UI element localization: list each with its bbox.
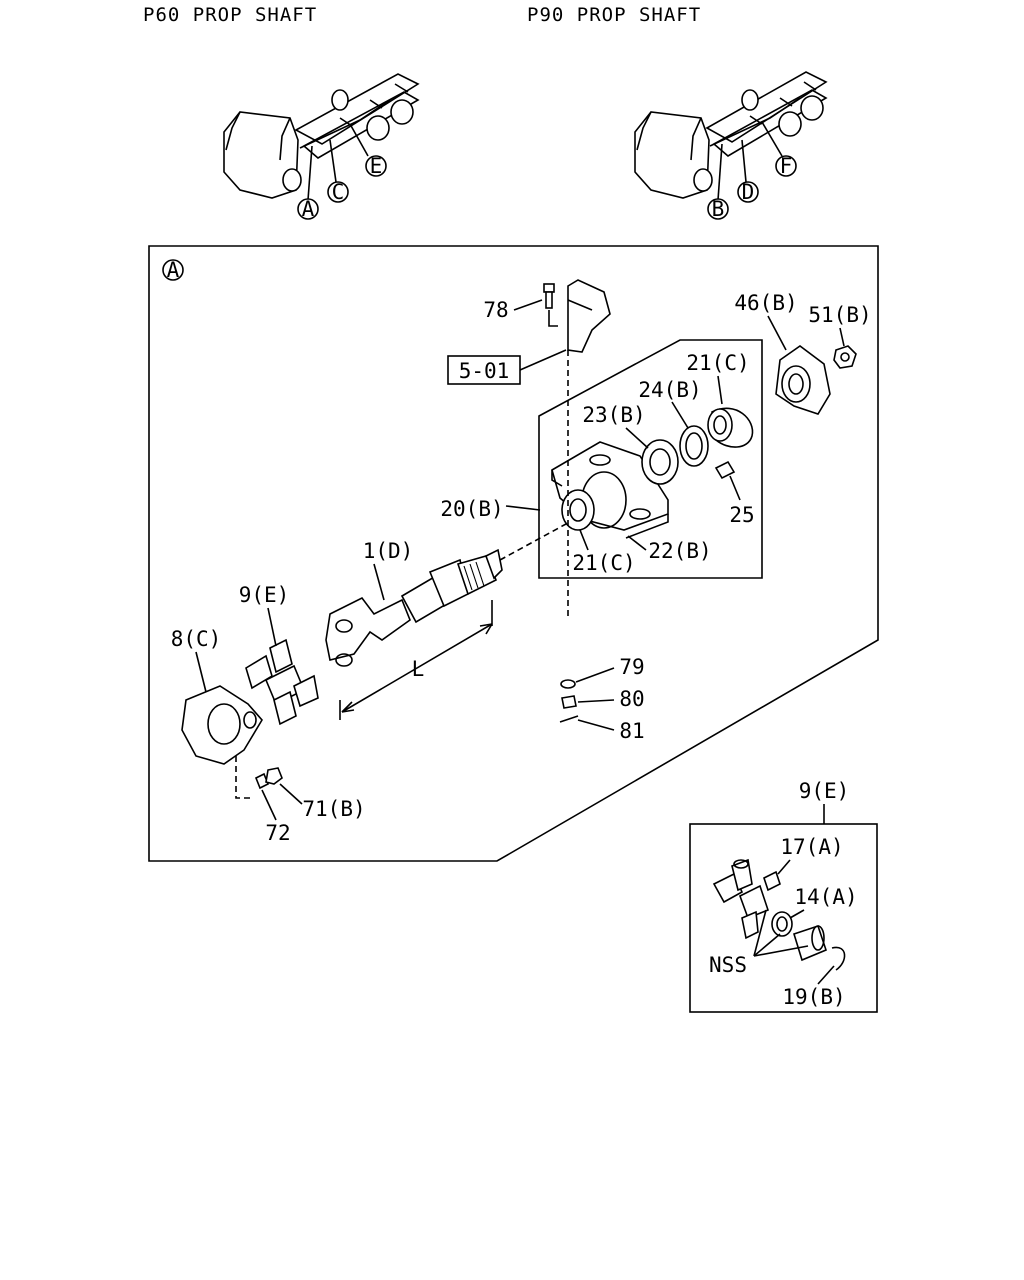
label-21c-bottom: 21(C) (572, 551, 635, 575)
label-51b: 51(B) (808, 303, 871, 327)
callout-a-left: A (302, 197, 315, 221)
label-22b: 22(B) (648, 539, 711, 563)
detail-label-14a: 14(A) (794, 885, 857, 909)
callout-e: E (370, 154, 383, 178)
callout-f: F (780, 154, 793, 178)
label-20b: 20(B) (440, 497, 503, 521)
title-p60: P60 PROP SHAFT (143, 4, 317, 26)
propeller-shaft: L (325, 523, 567, 720)
label-23b: 23(B) (582, 403, 645, 427)
washer-nut-pin (559, 679, 579, 723)
ref-box-5-01 (447, 355, 521, 385)
universal-joint (245, 638, 319, 726)
label-25: 25 (729, 503, 754, 527)
label-21c-top: 21(C) (686, 351, 749, 375)
view-a-letter: A (167, 258, 180, 282)
bolt-and-nut-71-72 (235, 756, 283, 799)
label-80: 80 (619, 687, 644, 711)
detail-label-17a: 17(A) (780, 835, 843, 859)
ref-box-5-01-text: 5-01 (459, 359, 510, 383)
detail-label-19b: 19(B) (782, 985, 845, 1009)
callout-c: C (332, 180, 345, 204)
label-72: 72 (265, 821, 290, 845)
detail-label-nss: NSS (709, 953, 747, 977)
detail-u-joint (712, 858, 846, 971)
bearing-subframe (538, 339, 763, 579)
label-79: 79 (619, 655, 644, 679)
label-46b: 46(B) (734, 291, 797, 315)
dimension-l: L (412, 657, 425, 681)
label-71b: 71(B) (302, 797, 365, 821)
center-bearing-assembly (551, 407, 754, 539)
detail-frame (689, 823, 878, 1013)
label-9e: 9(E) (239, 583, 290, 607)
callout-b: B (712, 197, 725, 221)
end-yoke (181, 685, 263, 765)
title-p90: P90 PROP SHAFT (527, 4, 701, 26)
label-78: 78 (483, 298, 508, 322)
label-81: 81 (619, 719, 644, 743)
view-a-frame (148, 245, 879, 862)
bolt-and-bracket (543, 279, 611, 620)
label-1d: 1(D) (363, 539, 414, 563)
label-24b: 24(B) (638, 378, 701, 402)
truck-illustration-right: B D F (634, 71, 828, 221)
truck-illustration-left: A C E (223, 73, 420, 221)
label-8c: 8(C) (171, 627, 222, 651)
detail-header-9e: 9(E) (799, 779, 850, 803)
callout-d: D (742, 180, 755, 204)
flange-and-nut (775, 345, 857, 415)
